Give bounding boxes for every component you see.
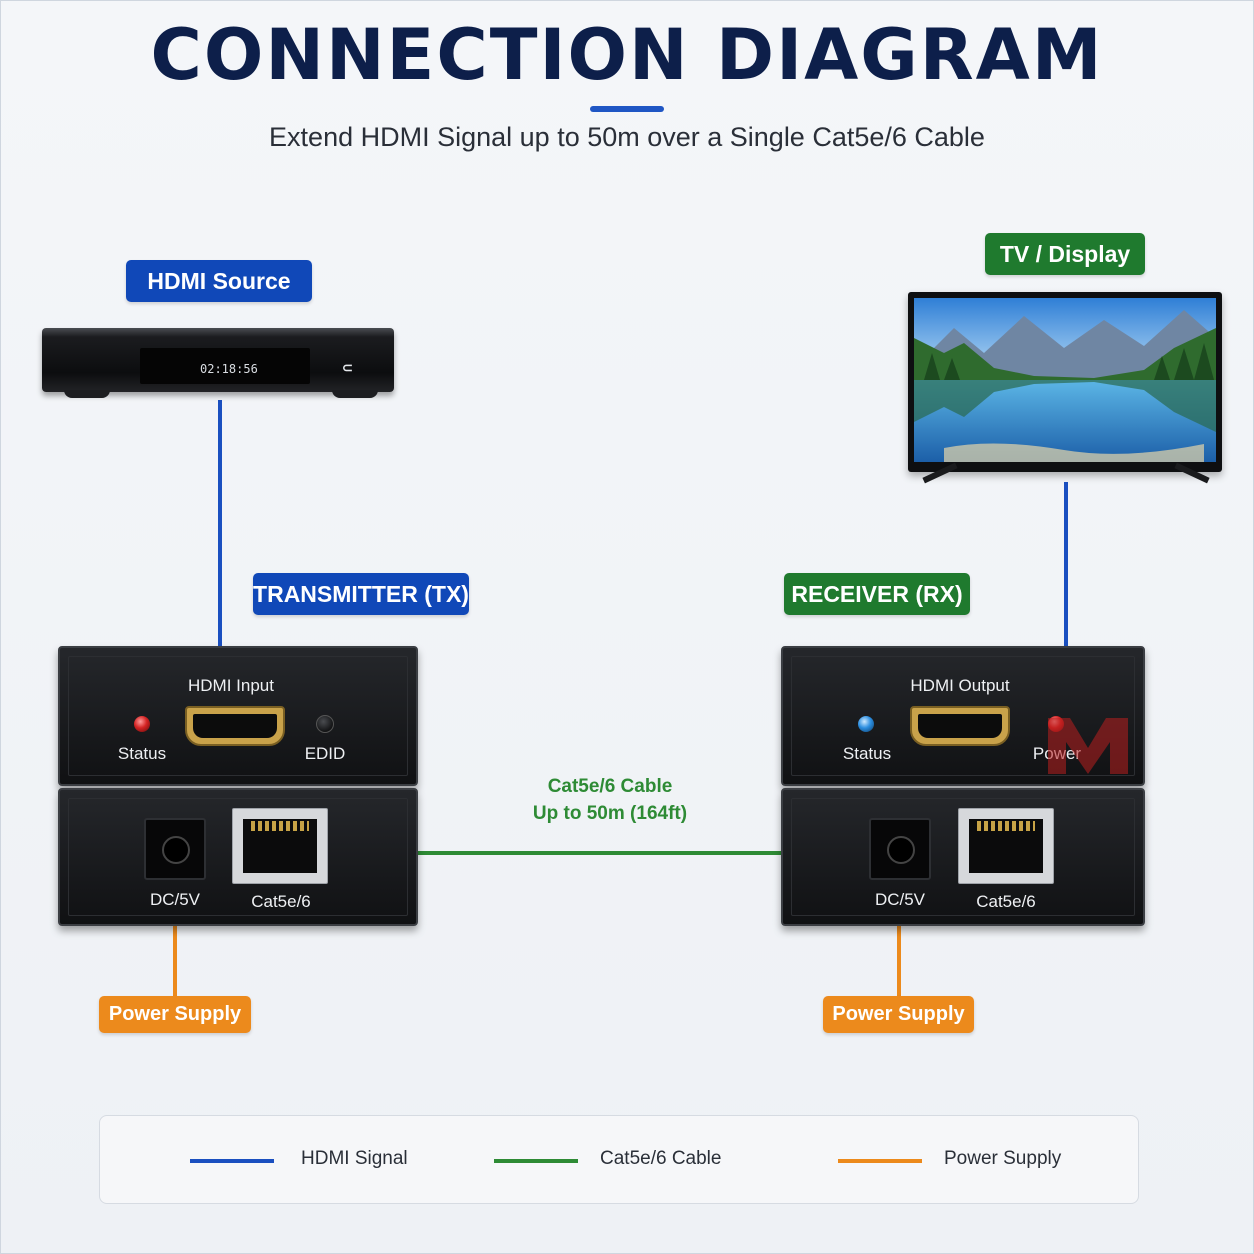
tx-edid-button-icon xyxy=(316,715,334,733)
panel-inner xyxy=(68,656,408,776)
player-display xyxy=(140,348,310,384)
watermark-logo-icon xyxy=(1048,718,1128,774)
legend-power-label: Power Supply xyxy=(944,1148,1062,1169)
rx-dc-label: DC/5V xyxy=(874,890,926,909)
legend: HDMI Signal Cat5e/6 Cable Power Supply xyxy=(99,1115,1139,1204)
tx-edid-label: EDID xyxy=(304,744,346,763)
transmitter-rear-panel: DC/5V Cat5e/6 xyxy=(58,788,418,926)
hdmi-source-player: 02:18:56 ⊂ xyxy=(42,324,394,402)
tx-power-label: Power Supply xyxy=(99,996,251,1033)
tx-status-label: Status xyxy=(117,744,167,763)
power-line-rx xyxy=(897,918,901,998)
player-time: 02:18:56 xyxy=(200,362,258,376)
tx-status-led-icon xyxy=(134,716,150,732)
panel-inner xyxy=(791,798,1135,916)
rx-rj45-port-icon xyxy=(958,808,1054,884)
power-line-tx xyxy=(173,918,177,998)
tx-rj-label: Cat5e/6 xyxy=(251,892,311,911)
legend-hdmi-swatch xyxy=(190,1159,274,1163)
cat-cable-line xyxy=(416,851,782,855)
rx-hdmi-port-icon xyxy=(910,706,1010,746)
player-foot-right xyxy=(332,390,378,398)
tx-rj45-port-icon xyxy=(232,808,328,884)
page-title: CONNECTION DIAGRAM xyxy=(150,14,1104,96)
tx-dc-jack-icon xyxy=(144,818,206,880)
tx-dc-label: DC/5V xyxy=(149,890,201,909)
display-label: TV / Display xyxy=(985,233,1145,275)
legend-power-swatch xyxy=(838,1159,922,1163)
rx-status-label: Status xyxy=(842,744,892,763)
player-body: 02:18:56 ⊂ xyxy=(42,328,394,392)
panel-inner xyxy=(791,656,1135,776)
rx-hdmi-label: HDMI Output xyxy=(910,676,1010,695)
receiver-label: RECEIVER (RX) xyxy=(784,573,970,615)
cable-label-line1: Cat5e/6 Cable xyxy=(547,776,673,797)
transmitter-front-panel: HDMI Input Status EDID xyxy=(58,646,418,786)
tv-display xyxy=(908,292,1222,502)
hdmi-line-display xyxy=(1064,482,1068,646)
legend-cable-swatch xyxy=(494,1159,578,1163)
rx-power-label: Power Supply xyxy=(823,996,974,1033)
tx-hdmi-port-icon xyxy=(185,706,285,746)
player-foot-left xyxy=(64,390,110,398)
rx-dc-jack-icon xyxy=(869,818,931,880)
tv-screen-landscape xyxy=(914,298,1216,462)
rx-status-led-icon xyxy=(858,716,874,732)
receiver-rear-panel: DC/5V Cat5e/6 xyxy=(781,788,1145,926)
bluray-logo-icon: ⊂ xyxy=(342,360,353,375)
rj45-pins xyxy=(977,821,1035,831)
hdmi-line-source xyxy=(218,400,222,646)
transmitter-label: TRANSMITTER (TX) xyxy=(253,573,469,615)
tv-bezel xyxy=(908,292,1222,472)
title-underline xyxy=(590,106,664,112)
rj45-pins xyxy=(251,821,309,831)
page-subtitle: Extend HDMI Signal up to 50m over a Sing… xyxy=(269,122,985,152)
source-label: HDMI Source xyxy=(126,260,312,302)
rx-rj-label: Cat5e/6 xyxy=(976,892,1036,911)
tx-hdmi-label: HDMI Input xyxy=(188,676,274,695)
legend-cable-label: Cat5e/6 Cable xyxy=(600,1148,722,1169)
panel-inner xyxy=(68,798,408,916)
cable-label-line2: Up to 50m (164ft) xyxy=(532,803,688,824)
legend-hdmi-label: HDMI Signal xyxy=(301,1148,408,1169)
